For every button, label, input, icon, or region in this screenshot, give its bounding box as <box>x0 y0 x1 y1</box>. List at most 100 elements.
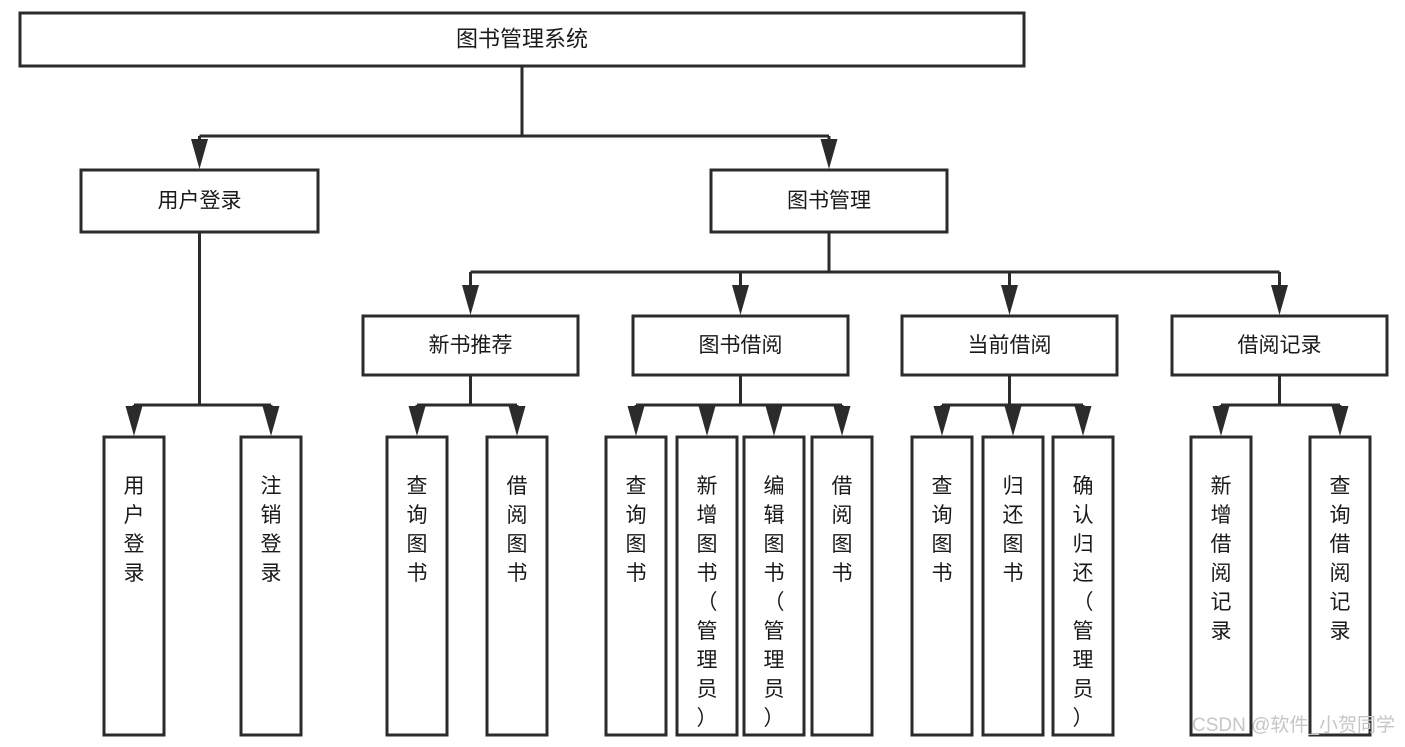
node-label-char: 询 <box>407 504 428 527</box>
node-leaf-user-login[interactable]: 用户登录用户登录 <box>102 435 166 737</box>
node-label-char: 还 <box>1003 504 1024 527</box>
node-leaf-current-query-book[interactable]: 查询图书查询图书 <box>910 435 974 737</box>
node-label-char: 登 <box>261 533 282 556</box>
node-leaf-user-logout[interactable]: 注销登录注销登录 <box>239 435 303 737</box>
node-label-char: 员 <box>764 678 785 701</box>
node-label-char: 增 <box>697 504 718 527</box>
node-label-char: 查 <box>626 475 647 498</box>
node-label-char: 录 <box>124 562 145 585</box>
node-label: 借阅记录 <box>1238 334 1322 357</box>
node-label-char: 图 <box>626 533 647 556</box>
node-label-char: 阅 <box>1330 562 1351 585</box>
node-label-char: 确 <box>1073 475 1094 498</box>
node-label-char: 借 <box>832 475 853 498</box>
node-label-char: ） <box>764 707 785 730</box>
node-label-char: ） <box>697 707 718 730</box>
node-label-char: 书 <box>626 562 647 585</box>
node-label-char: 图 <box>1003 533 1024 556</box>
node-label-char: 用 <box>124 475 145 498</box>
node-label: 图书管理系统 <box>456 26 588 51</box>
node-label-char: 还 <box>1073 562 1094 585</box>
node-label-char: 管 <box>1073 620 1094 643</box>
node-label-char: 归 <box>1003 475 1024 498</box>
node-label-char: 图 <box>832 533 853 556</box>
node-leaf-record-add-record[interactable]: 新增借阅记录新增借阅记录 <box>1189 435 1253 737</box>
node-label: 图书借阅 <box>699 334 783 357</box>
node-label-char: 编 <box>764 475 785 498</box>
node-label-char: 销 <box>261 504 282 527</box>
node-label-char: 借 <box>1211 533 1232 556</box>
node-label-char: 书 <box>507 562 528 585</box>
node-label-char: （ <box>1073 591 1094 614</box>
node-label: 新书推荐 <box>429 334 513 357</box>
node-label-char: （ <box>697 591 718 614</box>
node-label-char: 图 <box>697 533 718 556</box>
node-current-borrow[interactable]: 当前借阅 <box>900 314 1119 377</box>
node-leaf-borrow-borrow-book[interactable]: 借阅图书借阅图书 <box>810 435 874 737</box>
node-book-borrow[interactable]: 图书借阅 <box>631 314 850 377</box>
node-label-char: 图 <box>507 533 528 556</box>
node-label-char: 图 <box>407 533 428 556</box>
node-label-char: 注 <box>261 475 282 498</box>
node-leaf-record-query-record[interactable]: 查询借阅记录查询借阅记录 <box>1308 435 1372 737</box>
node-label-char: 理 <box>764 649 785 672</box>
node-label-char: 查 <box>1330 475 1351 498</box>
node-leaf-current-return-book[interactable]: 归还图书归还图书 <box>981 435 1045 737</box>
node-borrow-record[interactable]: 借阅记录 <box>1170 314 1389 377</box>
csdn-watermark: CSDN @软件_小贺同学 <box>1192 714 1395 736</box>
node-label-char: 阅 <box>507 504 528 527</box>
node-label-char: 图 <box>764 533 785 556</box>
node-label-char: 录 <box>1211 620 1232 643</box>
node-new-book-recommend[interactable]: 新书推荐 <box>361 314 580 377</box>
edge-group-book-management <box>462 232 1288 315</box>
node-label-char: 书 <box>1003 562 1024 585</box>
node-root[interactable]: 图书管理系统 <box>18 11 1026 68</box>
node-label: 图书管理 <box>787 190 871 213</box>
node-layer: 图书管理系统用户登录图书管理新书推荐图书借阅当前借阅借阅记录用户登录用户登录注销… <box>18 11 1389 737</box>
node-leaf-recommend-borrow-book[interactable]: 借阅图书借阅图书 <box>485 435 549 737</box>
node-book-management[interactable]: 图书管理 <box>709 168 949 234</box>
edge-group-book-borrow <box>627 375 851 436</box>
node-user-login[interactable]: 用户登录 <box>79 168 320 234</box>
node-label-char: 员 <box>1073 678 1094 701</box>
node-label-char: 书 <box>832 562 853 585</box>
node-label-char: 询 <box>626 504 647 527</box>
edge-group-new-book-recommend <box>408 375 526 436</box>
node-label-char: 录 <box>261 562 282 585</box>
node-leaf-recommend-query-book[interactable]: 查询图书查询图书 <box>385 435 449 737</box>
edge-group-borrow-record <box>1212 375 1349 436</box>
node-label-char: 查 <box>407 475 428 498</box>
node-label-char: 记 <box>1211 591 1232 614</box>
node-label-char: 查 <box>932 475 953 498</box>
node-label-char: 管 <box>764 620 785 643</box>
node-leaf-borrow-query-book[interactable]: 查询图书查询图书 <box>604 435 668 737</box>
node-label-char: 录 <box>1330 620 1351 643</box>
node-label-char: （ <box>764 591 785 614</box>
node-label: 用户登录 <box>158 190 242 213</box>
node-label-char: 员 <box>697 678 718 701</box>
connector-layer <box>125 66 1349 436</box>
node-label-char: 询 <box>932 504 953 527</box>
node-label-char: 借 <box>1330 533 1351 556</box>
node-label-char: 书 <box>932 562 953 585</box>
edge-group-root <box>191 66 838 169</box>
node-label-char: 新 <box>1211 475 1232 498</box>
node-label-char: 户 <box>124 504 145 527</box>
node-label-char: 借 <box>507 475 528 498</box>
node-label-char: 询 <box>1330 504 1351 527</box>
node-label-char: 图 <box>932 533 953 556</box>
node-label-char: 辑 <box>764 504 785 527</box>
node-label-char: 阅 <box>832 504 853 527</box>
node-label-char: 登 <box>124 533 145 556</box>
node-label-char: 认 <box>1073 504 1094 527</box>
node-label-char: 增 <box>1211 504 1232 527</box>
node-label-char: 书 <box>764 562 785 585</box>
node-label-char: 归 <box>1073 533 1094 556</box>
node-label-char: 记 <box>1330 591 1351 614</box>
node-label-char: 书 <box>407 562 428 585</box>
